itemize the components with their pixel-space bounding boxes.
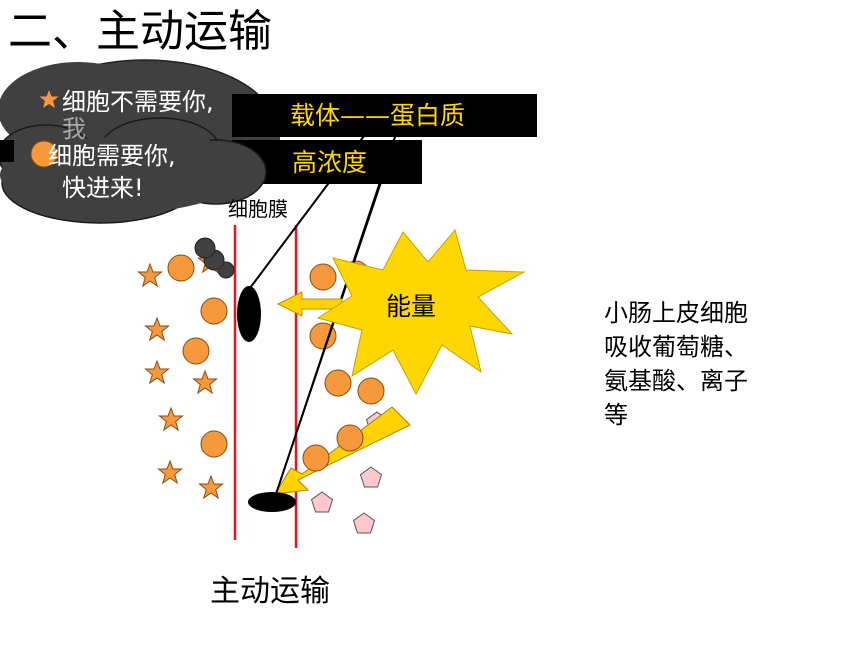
orange-molecules-left [167,254,228,458]
orange-molecule [200,430,228,458]
star [158,460,182,484]
circle-icon [30,140,58,168]
bubble-line1-hidden: 我 [62,115,86,143]
carrier-banner [232,94,537,137]
bubble-line2a: 细胞需要你, [48,142,176,170]
concentration-label: 高浓度 [292,148,367,177]
orange-molecule [336,424,364,452]
star [138,263,162,287]
orange-molecule [309,322,337,350]
diagram-caption: 主动运输 [210,574,330,609]
orange-molecule [200,297,228,325]
side-line: 小肠上皮细胞 [604,299,748,327]
pentagon-molecule [353,512,375,534]
bubble-line1: 细胞不需要你, [62,88,214,116]
orange-molecule [357,377,385,405]
page-title: 二、主动运输 [8,6,272,57]
energy-label: 能量 [386,292,436,321]
pentagon-molecule [360,466,382,488]
membrane-label: 细胞膜 [228,197,288,221]
carrier-label: 载体——蛋白质 [290,101,465,130]
bubble-tail [194,237,216,259]
star [145,360,169,384]
orange-molecule [324,369,352,397]
carrier-protein [248,492,296,512]
bubble-line2b: 快进来! [62,174,144,202]
orange-molecule [167,254,195,282]
side-description: 小肠上皮细胞 吸收葡萄糖、 氨基酸、离子 等 [604,296,804,432]
star-icon [39,90,59,108]
side-line: 等 [604,401,628,429]
carrier-protein [237,286,261,342]
orange-molecule [302,444,330,472]
star [193,370,217,394]
transport-arrow [274,406,411,495]
carrier-pointer-line [273,179,383,501]
star [145,317,169,341]
side-line: 吸收葡萄糖、 [604,333,748,361]
left-edge-banner [0,140,14,162]
side-line: 氨基酸、离子 [604,367,748,395]
orange-molecule [309,263,337,291]
star [199,475,223,499]
orange-molecule [182,337,210,365]
star [159,407,183,431]
pentagon-molecule [311,491,333,513]
energy-starburst [316,228,526,396]
star-molecules [138,249,223,499]
